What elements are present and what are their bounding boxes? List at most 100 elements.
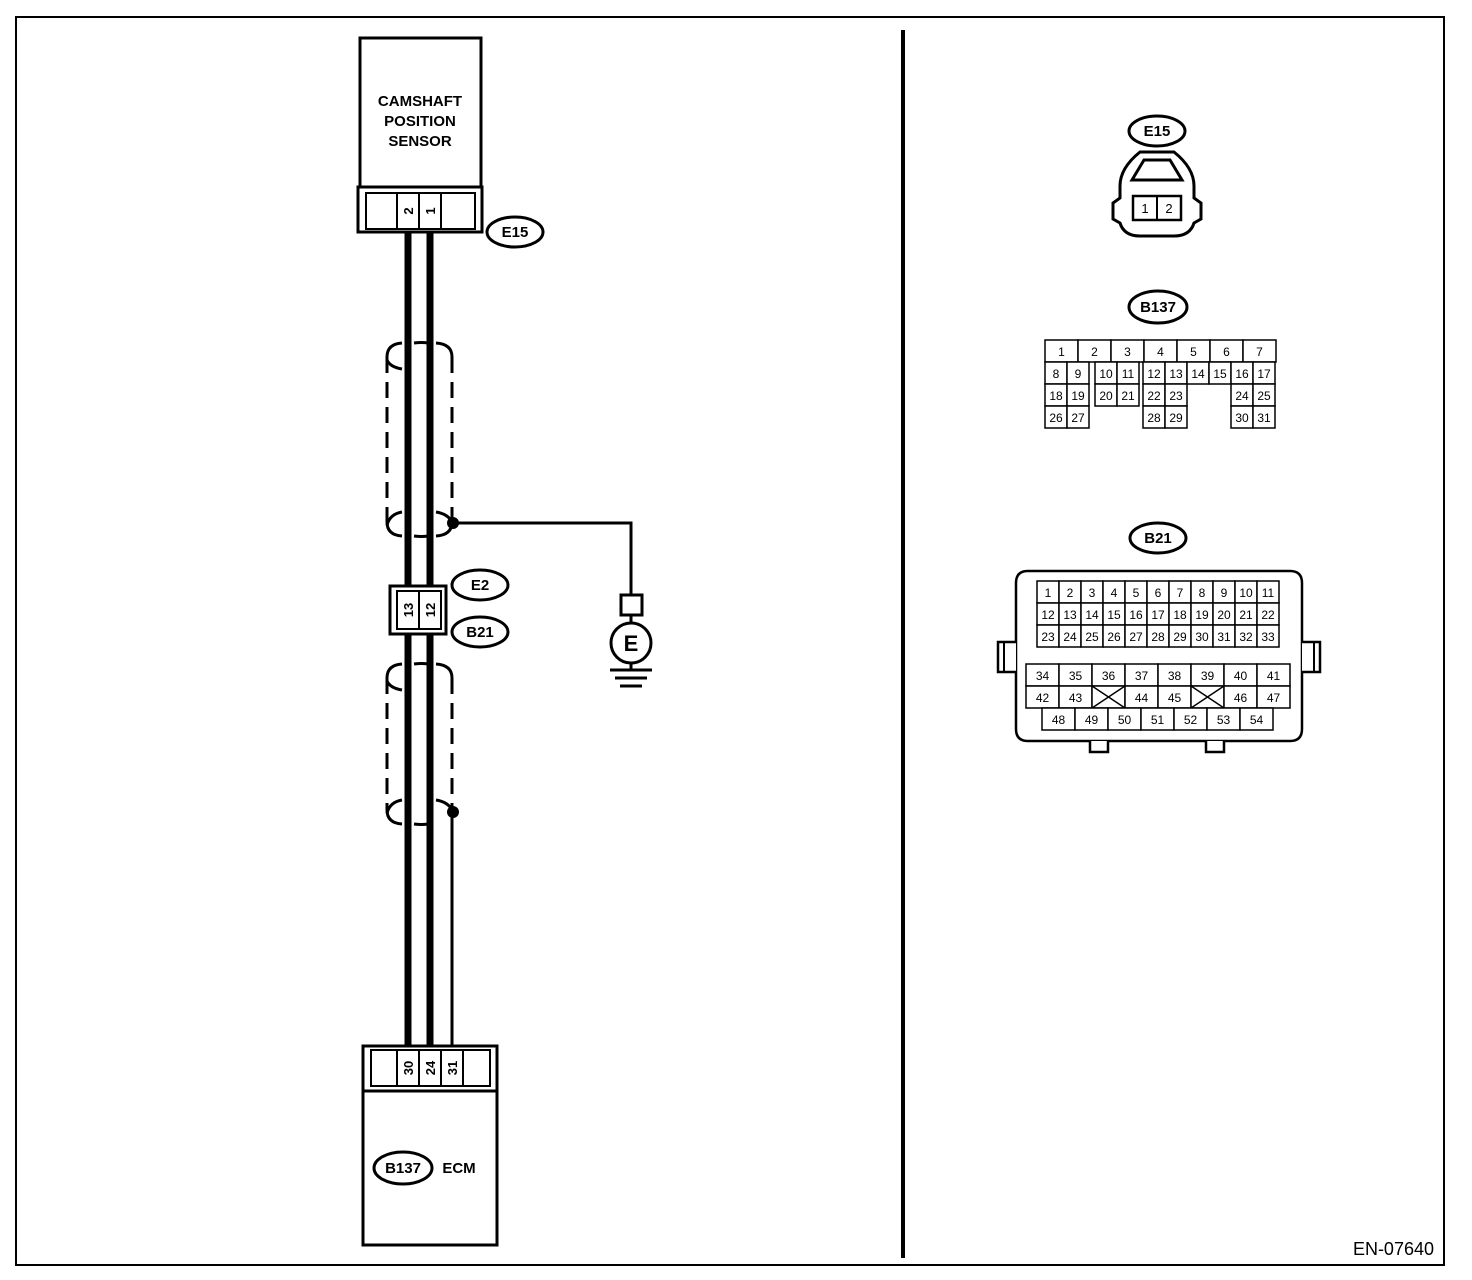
svg-text:B137: B137 [385,1160,421,1177]
b137-pin-28-label: 28 [1147,411,1161,425]
b137-view-label: B137 [1140,299,1176,316]
b137-pin-8-label: 8 [1053,367,1060,381]
sensor-title-line-3: SENSOR [388,133,452,150]
svg-text:B21: B21 [466,624,494,641]
b21-pin-1-label: 1 [1045,586,1052,600]
b137-pin-17-label: 17 [1257,367,1271,381]
b137-pin-25-label: 25 [1257,389,1271,403]
joint-pin-12: 12 [423,603,438,617]
b137-pin-10-label: 10 [1099,367,1113,381]
e15-view-pin-2: 2 [1165,201,1172,216]
b137-pin-4-label: 4 [1157,345,1164,359]
b137-pin-27-label: 27 [1071,411,1085,425]
b21-pin-16-label: 16 [1129,608,1143,622]
b21-pin-11-label: 11 [1262,586,1275,600]
b21-pin-24-label: 24 [1063,630,1077,644]
b21-pin-20-label: 20 [1217,608,1231,622]
b21-pin-30-label: 30 [1195,630,1209,644]
b137-pin-16-label: 16 [1235,367,1249,381]
ecm-pin-24: 24 [423,1060,438,1075]
sensor-pin-1: 1 [423,207,438,214]
sensor-title-line-1: CAMSHAFT [378,93,462,110]
b21-pin-32-label: 32 [1239,630,1253,644]
upper-shield [385,341,454,538]
b21-pin-35-label: 35 [1069,669,1083,683]
b21-pin-25-label: 25 [1085,630,1099,644]
svg-text:E15: E15 [502,224,529,241]
connector-badge-b137 [372,1150,434,1186]
b21-pin-14-label: 14 [1085,608,1099,622]
b137-pin-23-label: 23 [1169,389,1183,403]
b137-pin-15-label: 15 [1213,367,1227,381]
b137-pin-24-label: 24 [1235,389,1249,403]
b21-pin-26-label: 26 [1107,630,1121,644]
b21-pin-27-label: 27 [1129,630,1143,644]
b137-pin-26-label: 26 [1049,411,1063,425]
b21-pin-7-label: 7 [1177,586,1184,600]
blank-cavity-mark [1091,685,1126,709]
b137-pin-9-label: 9 [1075,367,1082,381]
harness-wires [404,232,454,1050]
b21-pin-36-label: 36 [1102,669,1116,683]
sensor-pin-2: 2 [401,207,416,214]
connector-badge-b21: B21 [450,615,510,649]
b21-pin-46-label: 46 [1234,691,1248,705]
b137-pin-31-label: 31 [1257,411,1271,425]
joint-connector: 13 12 [388,584,448,636]
b21-pin-54-label: 54 [1250,713,1264,727]
b21-pin-18-label: 18 [1173,608,1187,622]
ground-circuit: E [453,521,653,688]
b21-pin-47-label: 47 [1267,691,1281,705]
b21-pin-51-label: 51 [1151,713,1165,727]
joint-pin-13: 13 [401,603,416,617]
b21-pin-39-label: 39 [1201,669,1215,683]
b21-pin-53-label: 53 [1217,713,1231,727]
b137-pin-29 [1164,405,1188,429]
ecm-pin-30: 30 [401,1061,416,1075]
b21-pin-13-label: 13 [1063,608,1077,622]
b137-pin-7-label: 7 [1256,345,1263,359]
b21-pin-52-label: 52 [1184,713,1198,727]
e15-connector-view: E15 1 2 [1111,114,1203,238]
b21-pin-50-label: 50 [1118,713,1132,727]
ecm-label: ECM [442,1160,475,1177]
b21-pin-19-label: 19 [1195,608,1209,622]
b137-pin-31 [1252,405,1276,429]
b137-pin-14-label: 14 [1191,367,1205,381]
ecm-pin-31: 31 [445,1061,460,1075]
b21-pin-34-label: 34 [1036,669,1050,683]
b137-pin-3-label: 3 [1124,345,1131,359]
b21-pin-3-label: 3 [1089,586,1096,600]
b21-pin-33 [1256,624,1280,648]
b21-pin-15-label: 15 [1107,608,1121,622]
b137-pin-22-label: 22 [1147,389,1161,403]
b137-pin-11-label: 11 [1122,367,1135,381]
b21-pin-42-label: 42 [1036,691,1050,705]
page-frame [15,16,1445,1266]
b21-pin-41-label: 41 [1267,669,1281,683]
ecm-connector: 30 24 31 [361,1044,499,1093]
connector-badge-e15: E15 [485,215,545,249]
camshaft-position-sensor: CAMSHAFT POSITION SENSOR [358,36,483,189]
b21-pin-6-label: 6 [1155,586,1162,600]
b21-pin-37-label: 37 [1135,669,1149,683]
b137-pin-19-label: 19 [1071,389,1085,403]
b21-pin-8-label: 8 [1199,586,1206,600]
b137-pin-1-label: 1 [1058,345,1065,359]
svg-text:E2: E2 [471,577,489,594]
ground-label: E [624,631,639,656]
sensor-title-line-2: POSITION [384,113,456,130]
b21-pin-44-label: 44 [1135,691,1149,705]
b137-pin-5-label: 5 [1190,345,1197,359]
b137-pin-27 [1066,405,1090,429]
b21-pin-21-label: 21 [1239,608,1253,622]
b21-pin-45-label: 45 [1168,691,1182,705]
b21-pin-29-label: 29 [1173,630,1187,644]
lower-shield [385,662,454,826]
b137-pin-12-label: 12 [1147,367,1161,381]
b21-pin-23-label: 23 [1041,630,1055,644]
